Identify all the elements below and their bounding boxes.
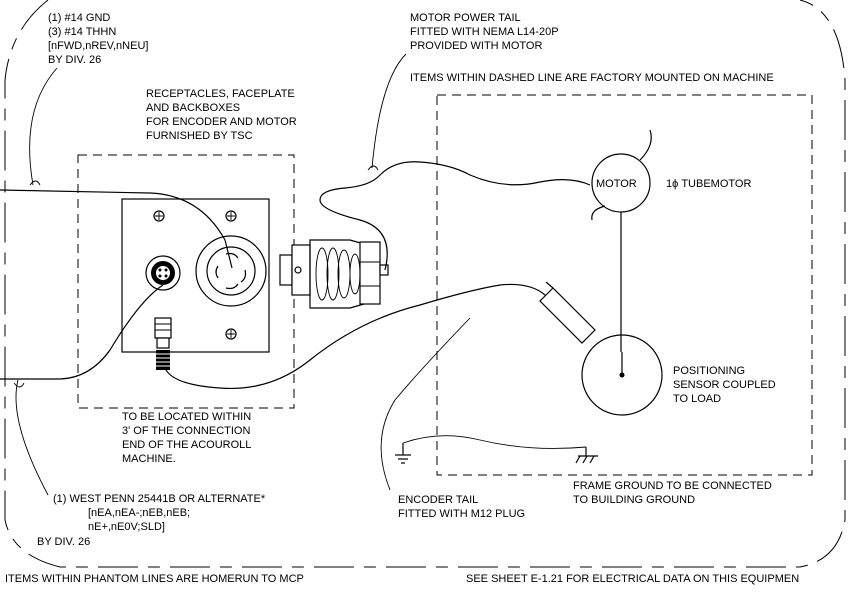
leader-conductors [29,67,58,186]
motor-label: MOTOR [596,178,637,190]
positioning-sensor-note: POSITIONING SENSOR COUPLED TO LOAD [673,365,779,405]
ground-wire [402,435,587,449]
west-penn-cable [0,284,164,380]
leader-west-penn [15,379,49,496]
faceplate-screws [153,210,237,340]
west-penn-note: (1) WEST PENN 25441B OR ALTERNATE* [nEA,… [37,493,268,548]
factory-mounted-boundary [436,94,813,476]
motor [591,129,652,352]
encoder-cable [165,283,546,390]
motor-receptacle [195,235,267,307]
conductor-cable-top [0,189,233,269]
leader-motor-tail [371,53,407,169]
frame-ground-symbol [575,447,598,464]
motor-power-cable [319,161,591,271]
frame-ground-note: FRAME GROUND TO BE CONNECTED TO BUILDING… [573,480,775,506]
tubemotor-label: 1ϕ TUBEMOTOR [666,178,751,190]
m12-plug [154,317,172,370]
faceplate [121,198,270,353]
factory-mounted-note: ITEMS WITHIN DASHED LINE ARE FACTORY MOU… [410,72,774,84]
see-sheet-note: SEE SHEET E-1.21 FOR ELECTRICAL DATA ON … [466,573,799,585]
receptacle-enclosure [77,154,295,409]
leader-encoder-tail [380,317,471,491]
positioning-sensor [581,334,663,416]
motor-power-tail-note: MOTOR POWER TAIL FITTED WITH NEMA L14-20… [410,12,561,52]
phantom-boundary [4,0,846,568]
location-note: TO BE LOCATED WITHIN 3' OF THE CONNECTIO… [122,411,254,465]
encoder-receptacle [145,255,181,291]
encoder-sensor [539,281,596,344]
encoder-tail-note: ENCODER TAIL FITTED WITH M12 PLUG [398,494,525,520]
ground-symbol-left [395,443,411,464]
l14-20p-plug [279,239,389,309]
conductors-note: (1) #14 GND (3) #14 THHN [nFWD,nREV,nNEU… [48,12,152,66]
receptacles-note: RECEPTACLES, FACEPLATE AND BACKBOXES FOR… [146,88,300,142]
homerun-note: ITEMS WITHIN PHANTOM LINES ARE HOMERUN T… [5,573,304,585]
